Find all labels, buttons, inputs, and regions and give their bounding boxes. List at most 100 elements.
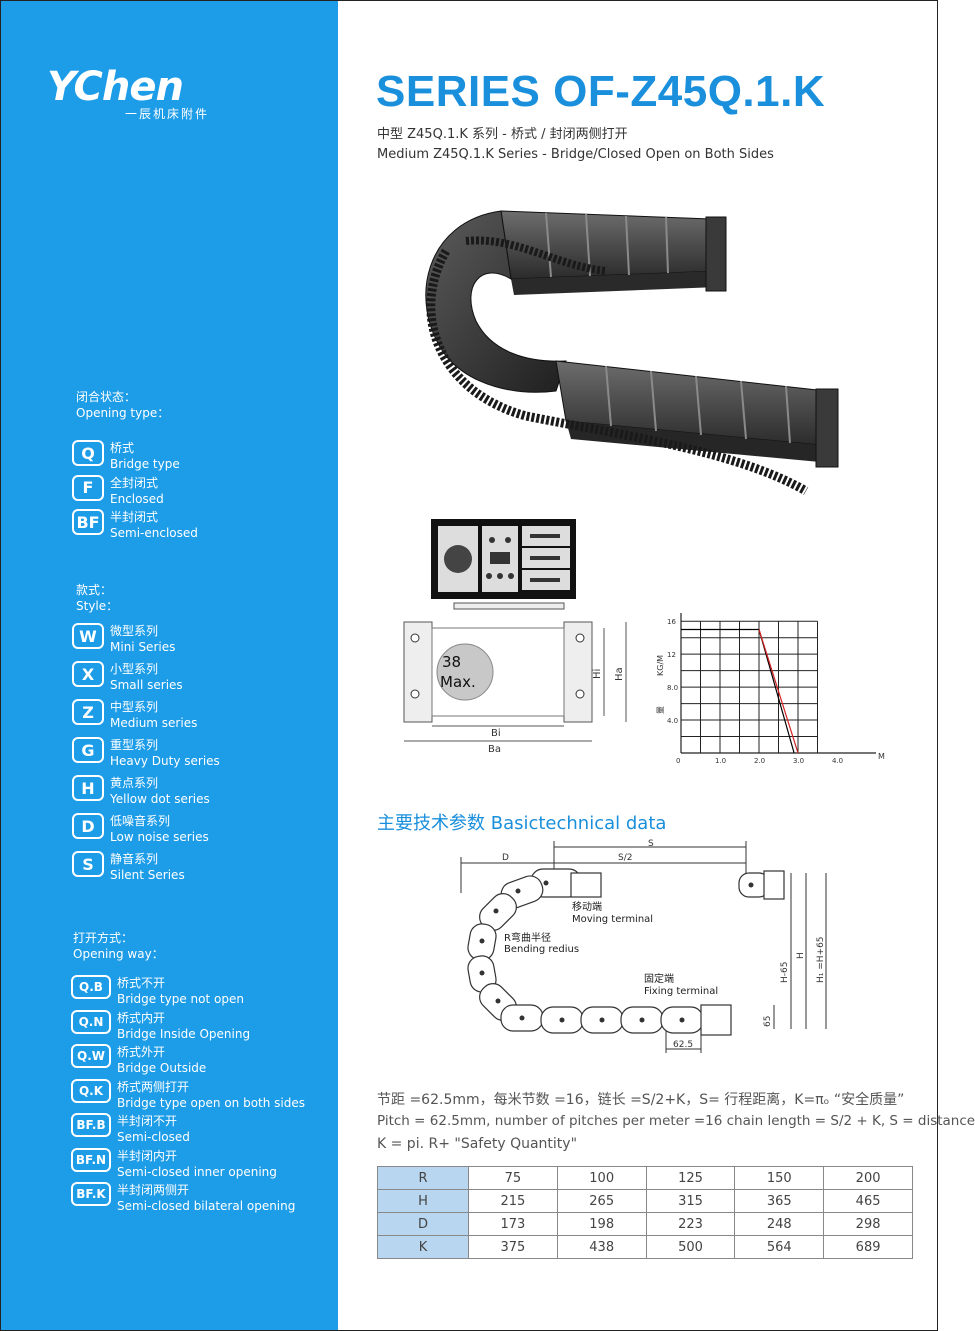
- logo-subtitle: 一辰机床附件: [125, 107, 210, 121]
- option-label-en: Yellow dot series: [110, 792, 210, 806]
- option-code-badge: Q.N: [71, 1009, 111, 1034]
- bi-label: Bi: [491, 728, 501, 739]
- dim-65-label: 65: [763, 1016, 773, 1027]
- page-title: SERIES OF-Z45Q.1.K: [376, 67, 826, 116]
- option-item: X 小型系列 Small series: [72, 661, 183, 693]
- option-code-badge: BF.N: [71, 1147, 111, 1172]
- option-code-badge: X: [72, 661, 104, 687]
- chart-x-tick-label: 1.0: [715, 757, 726, 765]
- table-cell: 365: [734, 1189, 825, 1213]
- logo: YChen 一辰机床附件: [47, 65, 233, 131]
- chart-y-tick-label: 4.0: [667, 717, 678, 725]
- logo-brand: YChen: [47, 64, 184, 110]
- moving-terminal-cn: 移动端: [572, 900, 602, 913]
- option-code-badge: S: [72, 851, 104, 877]
- option-label-en: Mini Series: [110, 640, 176, 654]
- dim-h-label: H: [796, 952, 806, 959]
- table-cell: 500: [645, 1235, 736, 1259]
- option-code-badge: W: [72, 623, 104, 649]
- max-label-1: 38: [442, 653, 461, 671]
- dim-h65-label: H-65: [780, 962, 790, 983]
- chart-y-tick-label: 16: [667, 618, 676, 626]
- option-code-badge: H: [72, 775, 104, 801]
- option-label-en: Low noise series: [110, 830, 209, 844]
- chart-series-line: [681, 628, 795, 754]
- note-line-1: 节距 =62.5mm，每米节数 =16，链长 =S/2+K，S= 行程距离，K=…: [377, 1092, 905, 1108]
- option-code-badge: F: [72, 474, 104, 501]
- option-label: 低噪音系列 Low noise series: [110, 813, 209, 845]
- option-label-cn: 半封闭内开: [117, 1148, 178, 1163]
- option-label-cn: 桥式两侧打开: [117, 1079, 190, 1094]
- fixing-terminal-en: Fixing terminal: [644, 986, 718, 997]
- table-cell: 248: [734, 1212, 825, 1236]
- option-label-en: Bridge Outside: [117, 1061, 207, 1075]
- option-code-badge: G: [72, 737, 104, 763]
- option-label-cn: 半封闭不开: [117, 1114, 178, 1128]
- option-label-cn: 全封闭式: [110, 475, 159, 490]
- table-row-label: R: [377, 1166, 469, 1190]
- chart-grid: [680, 613, 876, 754]
- style-heading: 款式： Style：: [76, 582, 118, 614]
- option-label-cn: 桥式内开: [117, 1010, 166, 1025]
- table-cell: 298: [823, 1212, 913, 1236]
- ba-label: Ba: [488, 744, 501, 755]
- opening-way-heading-en: Opening way：: [73, 947, 164, 961]
- option-code-badge: Q.B: [71, 975, 111, 999]
- opening-way-heading: 打开方式： Opening way：: [73, 930, 164, 962]
- option-code-badge: D: [72, 813, 104, 839]
- option-code-badge: Q.W: [71, 1044, 111, 1068]
- table-cell: 198: [556, 1212, 647, 1236]
- moving-terminal-en: Moving terminal: [572, 914, 653, 925]
- max-label-2: Max.: [440, 673, 476, 691]
- option-label-cn: 黄点系列: [110, 776, 159, 790]
- option-label-cn: 半封闭两侧开: [117, 1183, 190, 1197]
- option-label-cn: 低噪音系列: [110, 814, 171, 828]
- option-label-en: Bridge type: [110, 457, 180, 471]
- option-label-cn: 桥式: [110, 441, 135, 455]
- dim-s2-label: S/2: [618, 853, 632, 863]
- hi-label: Hi: [592, 669, 603, 679]
- option-label-en: Semi-closed inner opening: [117, 1164, 277, 1179]
- chart-ylabel: KG/M: [656, 655, 665, 676]
- option-item: H 黄点系列 Yellow dot series: [72, 775, 210, 807]
- table-cell: 375: [468, 1235, 558, 1259]
- dim-hl-label: H₁ =H+65: [816, 936, 826, 983]
- option-label-en: Small series: [110, 678, 183, 692]
- chart-series: [681, 628, 799, 754]
- option-label-cn: 小型系列: [110, 662, 159, 676]
- table-cell: 689: [823, 1235, 913, 1259]
- option-label-en: Silent Series: [110, 868, 185, 882]
- subtitle-en: Medium Z45Q.1.K Series - Bridge/Closed O…: [377, 147, 774, 162]
- option-code-badge: BF.B: [71, 1113, 111, 1137]
- table-cell: 150: [734, 1166, 825, 1190]
- cable-circle-icon: [444, 545, 472, 573]
- dim-d-label: D: [502, 853, 509, 863]
- table-cell: 173: [468, 1212, 558, 1236]
- table-row-label: H: [377, 1189, 469, 1213]
